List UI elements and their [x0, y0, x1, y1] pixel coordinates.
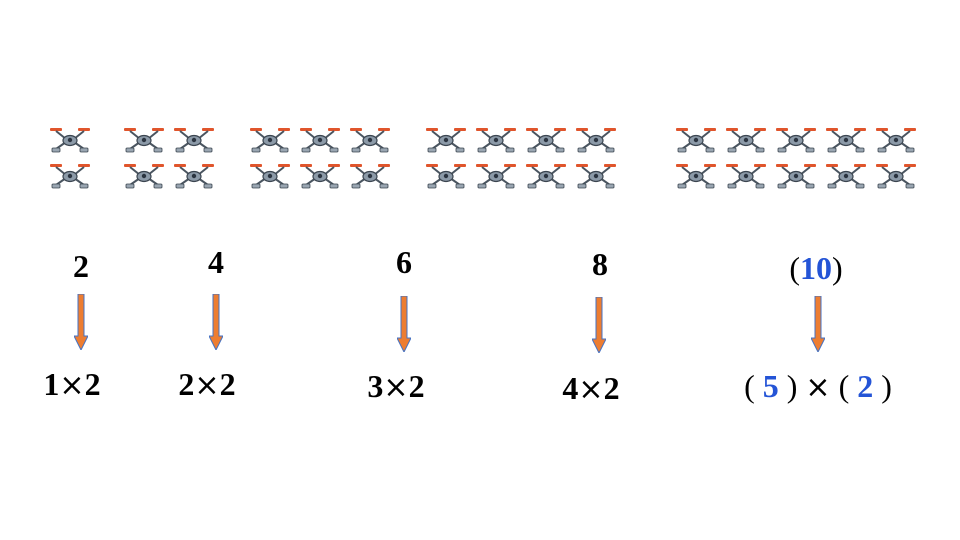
group-4-factor: 2	[603, 370, 620, 406]
arrow-down-icon	[209, 294, 223, 350]
drone-icon	[298, 125, 342, 155]
group-1-count: 2	[73, 248, 89, 284]
arrow-down-icon	[397, 296, 411, 352]
group-5-multiplier-answer: 5	[762, 368, 779, 404]
group-3-multiplier: 3	[367, 368, 384, 404]
drone-icon	[348, 161, 392, 191]
arrow-down-icon	[811, 296, 825, 352]
drone-icon	[48, 125, 92, 155]
drone-icon	[874, 161, 918, 191]
group-3-expression: 3×2	[367, 370, 424, 403]
paren-close: )	[881, 368, 892, 404]
drone-icon	[774, 125, 818, 155]
group-4-expression: 4×2	[562, 372, 619, 405]
group-1-expression: 1×2	[43, 368, 100, 401]
group-2-expression: 2×2	[178, 368, 235, 401]
times-sign: ×	[383, 370, 409, 405]
paren-open: (	[789, 250, 800, 286]
drone-icon	[298, 161, 342, 191]
drone-icon	[674, 161, 718, 191]
drone-grid	[0, 125, 960, 195]
group-3-count: 6	[396, 244, 412, 280]
drone-icon	[574, 161, 618, 191]
times-sign: ×	[578, 372, 604, 407]
group-5-factor-answer: 2	[857, 368, 874, 404]
group-4-count: 8	[592, 246, 608, 282]
drone-icon	[172, 125, 216, 155]
drone-icon	[774, 161, 818, 191]
drone-icon	[474, 125, 518, 155]
paren-open: (	[838, 368, 850, 404]
times-sign: ×	[59, 368, 85, 403]
group-4-multiplier: 4	[562, 370, 579, 406]
group-2-factor: 2	[219, 366, 236, 402]
times-sign: ×	[805, 370, 831, 405]
drone-icon	[424, 161, 468, 191]
group-5-count: (10)	[789, 252, 842, 284]
drone-icon	[674, 125, 718, 155]
drone-icon	[574, 125, 618, 155]
paren-open: (	[744, 368, 755, 404]
group-2-multiplier: 2	[178, 366, 195, 402]
drone-icon	[248, 161, 292, 191]
drone-icon	[172, 161, 216, 191]
paren-close: )	[832, 250, 843, 286]
drone-icon	[48, 161, 92, 191]
group-2-count: 4	[208, 244, 224, 280]
drone-icon	[724, 125, 768, 155]
arrow-down-icon	[592, 297, 606, 353]
group-1-multiplier: 1	[43, 366, 60, 402]
drone-icon	[824, 125, 868, 155]
group-1-factor: 2	[84, 366, 101, 402]
group-3-factor: 2	[408, 368, 425, 404]
times-sign: ×	[194, 368, 220, 403]
drone-icon	[874, 125, 918, 155]
drone-icon	[424, 125, 468, 155]
drone-icon	[524, 161, 568, 191]
drone-icon	[824, 161, 868, 191]
paren-close: )	[786, 368, 798, 404]
drone-icon	[348, 125, 392, 155]
group-5-count-answer: 10	[800, 250, 832, 286]
drone-icon	[248, 125, 292, 155]
drone-icon	[122, 125, 166, 155]
drone-icon	[724, 161, 768, 191]
arrow-down-icon	[74, 294, 88, 350]
drone-icon	[524, 125, 568, 155]
drone-icon	[474, 161, 518, 191]
drone-icon	[122, 161, 166, 191]
group-5-expression: ( 5 ) × ( 2 )	[744, 370, 892, 403]
